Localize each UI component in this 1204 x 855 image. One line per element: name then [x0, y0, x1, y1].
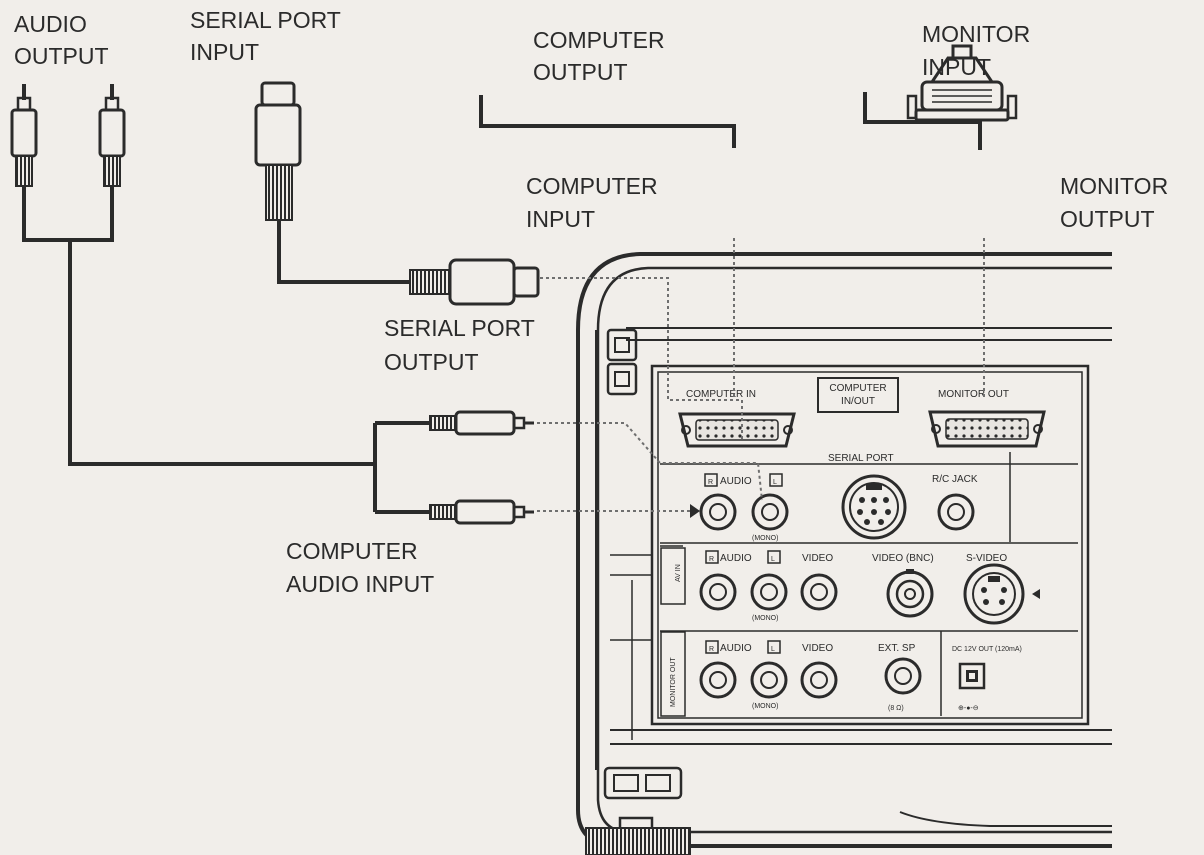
- audio-output-cable: [22, 185, 375, 466]
- side-buttons: [606, 328, 638, 396]
- panel-label-serial-port: SERIAL PORT: [828, 453, 894, 464]
- label-computer-audio-input-1: COMPUTER: [286, 538, 418, 564]
- label-audio-output-2: OUTPUT: [14, 43, 109, 69]
- connection-guides: [537, 238, 985, 512]
- monitor-out-audio-l-jack: [750, 661, 788, 699]
- av-in-audio-r-jack: [699, 573, 737, 611]
- label-monitor-input-1: MONITOR: [922, 21, 1030, 47]
- computer-cable: [479, 95, 736, 148]
- serial-port-output-plug: [409, 258, 540, 306]
- polarity-label: ⊕-●-⊖: [958, 705, 979, 712]
- computer-audio-r-jack: [699, 493, 737, 531]
- panel-label-inout: IN/OUT: [841, 396, 875, 407]
- serial-port-socket: [841, 474, 907, 540]
- r-badge-3: R: [709, 646, 714, 653]
- av-in-side-label: AV IN: [675, 564, 682, 582]
- l-badge-2: L: [771, 556, 775, 563]
- l-badge-box-3: [767, 640, 781, 654]
- computer-inout-box: [817, 377, 899, 413]
- panel-label-s-video: S-VIDEO: [966, 553, 1007, 564]
- r-badge-2: R: [709, 556, 714, 563]
- arrow-audio-r: [690, 504, 700, 518]
- bottom-vent: [603, 766, 683, 800]
- label-computer-output-1: COMPUTER: [533, 27, 665, 53]
- label-computer-audio-input-2: AUDIO INPUT: [286, 571, 434, 597]
- l-badge-3: L: [771, 646, 775, 653]
- l-badge-box: [769, 473, 783, 487]
- label-serial-port-input-2: INPUT: [190, 39, 259, 65]
- dc-out-socket: [958, 662, 986, 690]
- label-audio-output-1: AUDIO: [14, 11, 87, 37]
- l-badge: L: [773, 479, 777, 486]
- monitor-out-socket: [928, 410, 1046, 448]
- av-in-video-jack: [800, 573, 838, 611]
- video-bnc-socket: [886, 569, 934, 618]
- ohm-label: (8 Ω): [888, 705, 904, 712]
- label-computer-input-2: INPUT: [526, 206, 595, 232]
- panel-label-ext-sp: EXT. SP: [878, 643, 916, 654]
- av-in-audio-l-jack: [750, 573, 788, 611]
- label-computer-input-1: COMPUTER: [526, 173, 658, 199]
- panel-label-rc-jack: R/C JACK: [932, 474, 978, 485]
- r-badge-box: [704, 473, 718, 487]
- l-badge-box-2: [767, 550, 781, 564]
- serial-port-cable: [277, 220, 414, 284]
- s-video-socket: [963, 563, 1040, 625]
- monitor-out-side-label: MONITOR OUT: [670, 657, 677, 707]
- mono-label-1: (MONO): [752, 535, 778, 542]
- r-badge: R: [708, 479, 713, 486]
- label-serial-port-input-1: SERIAL PORT: [190, 7, 341, 33]
- mono-label-2: (MONO): [752, 615, 778, 622]
- panel-label-computer: COMPUTER: [829, 383, 886, 394]
- label-serial-port-output-2: OUTPUT: [384, 349, 479, 375]
- label-computer-output-2: OUTPUT: [533, 59, 628, 85]
- panel-label-video-1: VIDEO: [802, 553, 833, 564]
- panel-label-audio-3: AUDIO: [720, 643, 752, 654]
- label-monitor-output-1: MONITOR: [1060, 173, 1168, 199]
- panel-label-audio-2: AUDIO: [720, 553, 752, 564]
- label-monitor-input-2: INPUT: [922, 54, 991, 80]
- ext-sp-jack: [884, 657, 922, 695]
- panel-label-monitor-out: MONITOR OUT: [938, 389, 1009, 400]
- panel-label-audio-1: AUDIO: [720, 476, 752, 487]
- audio-output-plug-left: [10, 84, 38, 187]
- panel-label-video-2: VIDEO: [802, 643, 833, 654]
- mono-label-3: (MONO): [752, 703, 778, 710]
- r-badge-box-3: [705, 640, 719, 654]
- adjuster-foot: [585, 816, 691, 855]
- serial-port-input-plug: [254, 81, 302, 221]
- audio-output-plug-right: [98, 84, 126, 187]
- panel-label-dc-out: DC 12V OUT (120mA): [952, 646, 1022, 653]
- computer-audio-l-jack: [751, 493, 789, 531]
- r-badge-box-2: [705, 550, 719, 564]
- label-serial-port-output-1: SERIAL PORT: [384, 315, 535, 341]
- monitor-cable: [863, 92, 982, 150]
- label-monitor-output-2: OUTPUT: [1060, 206, 1155, 232]
- computer-audio-y-cable: [373, 421, 430, 514]
- panel-label-video-bnc: VIDEO (BNC): [872, 553, 934, 564]
- panel-label-computer-in: COMPUTER IN: [686, 389, 756, 400]
- monitor-out-audio-r-jack: [699, 661, 737, 699]
- monitor-out-video-jack: [800, 661, 838, 699]
- computer-in-socket: [678, 412, 796, 448]
- computer-audio-plug-top: [428, 410, 536, 436]
- rc-jack-socket: [937, 493, 975, 531]
- computer-audio-plug-bottom: [428, 499, 536, 525]
